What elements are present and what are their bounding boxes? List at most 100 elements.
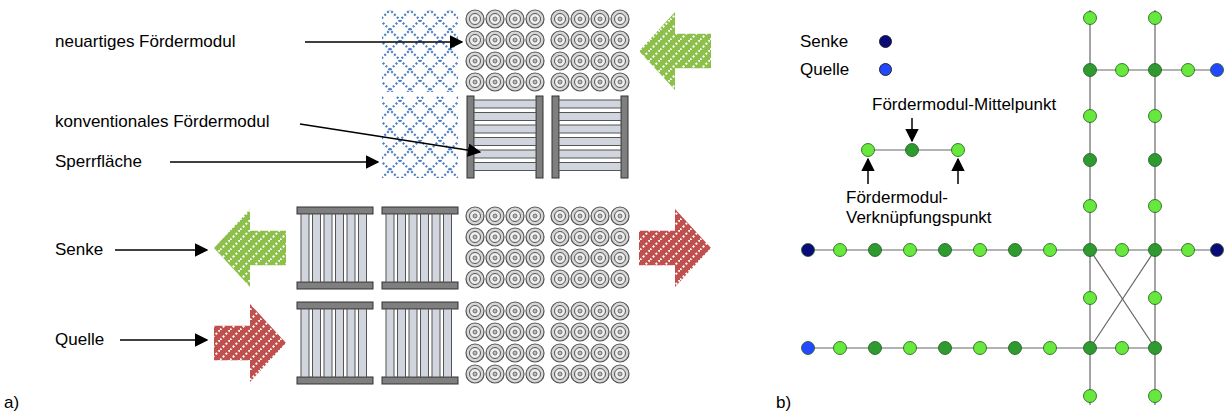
graph-point	[1211, 64, 1224, 77]
roller-ring	[493, 80, 497, 84]
side-frame	[382, 302, 458, 309]
roller-ring	[551, 249, 569, 267]
roller-ring	[558, 80, 562, 84]
roller-ring	[575, 348, 586, 359]
roller-ring	[493, 351, 497, 355]
graph-point	[1084, 390, 1097, 403]
roller-ring	[490, 327, 501, 338]
roller-ring	[591, 228, 609, 246]
roller-ring	[595, 14, 606, 25]
conventional-conveyor-module	[297, 302, 373, 384]
conventional-conveyor-module	[552, 96, 628, 178]
roller	[324, 214, 332, 282]
graph-point	[1084, 244, 1097, 257]
roller-ring	[513, 372, 517, 376]
roller-ring	[530, 35, 541, 46]
panel-label: a)	[4, 393, 19, 413]
side-frame	[382, 377, 458, 384]
roller-ring	[486, 207, 504, 225]
roller-ring	[493, 235, 497, 239]
roller-ring	[558, 309, 562, 313]
roller-ring	[595, 56, 606, 67]
side-frame	[467, 96, 474, 178]
roller-ring	[598, 372, 602, 376]
roller-ring	[558, 17, 562, 21]
roller-ring	[470, 306, 481, 317]
roller-ring	[578, 372, 582, 376]
roller-ring	[575, 369, 586, 380]
roller-ring	[578, 17, 582, 21]
roller-ring	[486, 73, 504, 91]
roller-ring	[533, 80, 537, 84]
roller-ring	[490, 14, 501, 25]
roller-ring	[551, 31, 569, 49]
roller-ring	[506, 228, 524, 246]
roller-ring	[598, 330, 602, 334]
roller-ring	[575, 306, 586, 317]
side-frame	[297, 282, 373, 289]
callout-label: Fördermodul-Mittelpunkt	[872, 95, 1056, 115]
graph-point	[1084, 110, 1097, 123]
roller-ring	[611, 10, 629, 28]
roller-ring	[506, 31, 524, 49]
roller-ring	[506, 249, 524, 267]
leader-arrow	[911, 118, 913, 141]
roller	[301, 214, 309, 282]
roller-ring	[575, 232, 586, 243]
roller-ring	[555, 274, 566, 285]
roller-ring	[591, 323, 609, 341]
roller-ring	[578, 59, 582, 63]
roller-ring	[533, 330, 537, 334]
roller-ring	[551, 228, 569, 246]
graph-point	[1149, 64, 1162, 77]
roller-ring	[598, 351, 602, 355]
conventional-conveyor-module	[297, 207, 373, 289]
roller-ring	[575, 14, 586, 25]
roller-ring	[595, 306, 606, 317]
roller-ring	[526, 270, 544, 288]
legend-swatch	[879, 63, 892, 76]
roller-ring	[513, 309, 517, 313]
roller-ring	[598, 17, 602, 21]
roller-ring	[578, 351, 582, 355]
callout-label: Fördermodul-Verknüpfungspunkt	[846, 188, 996, 228]
roller-ring	[510, 274, 521, 285]
roller-ring	[591, 52, 609, 70]
roller-ring	[533, 256, 537, 260]
roller-ring	[526, 228, 544, 246]
roller-ring	[598, 277, 602, 281]
roller-ring	[530, 253, 541, 264]
roller-ring	[595, 77, 606, 88]
roller	[398, 309, 406, 377]
roller-ring	[533, 59, 537, 63]
roller-ring	[530, 211, 541, 222]
conventional-conveyor-module	[467, 96, 543, 178]
roller-ring	[470, 211, 481, 222]
roller-ring	[611, 207, 629, 225]
leader-arrow	[867, 159, 869, 184]
side-frame	[382, 282, 458, 289]
roller-ring	[490, 232, 501, 243]
roller	[409, 214, 417, 282]
roller-ring	[490, 348, 501, 359]
roller-ring	[513, 277, 517, 281]
graph-point	[802, 244, 815, 257]
roller	[336, 309, 344, 377]
roller-ring	[591, 344, 609, 362]
roller-ring	[470, 14, 481, 25]
roller-ring	[506, 365, 524, 383]
side-frame	[297, 302, 373, 309]
roller-ring	[466, 323, 484, 341]
roller	[559, 113, 621, 121]
roller-ring	[533, 235, 537, 239]
novel-conveyor-module	[466, 302, 544, 383]
roller-ring	[618, 214, 622, 218]
roller	[359, 309, 367, 377]
roller-ring	[526, 344, 544, 362]
roller-ring	[555, 369, 566, 380]
roller-ring	[526, 365, 544, 383]
roller-ring	[618, 80, 622, 84]
roller-ring	[473, 17, 477, 21]
roller-ring	[490, 77, 501, 88]
roller-ring	[486, 52, 504, 70]
